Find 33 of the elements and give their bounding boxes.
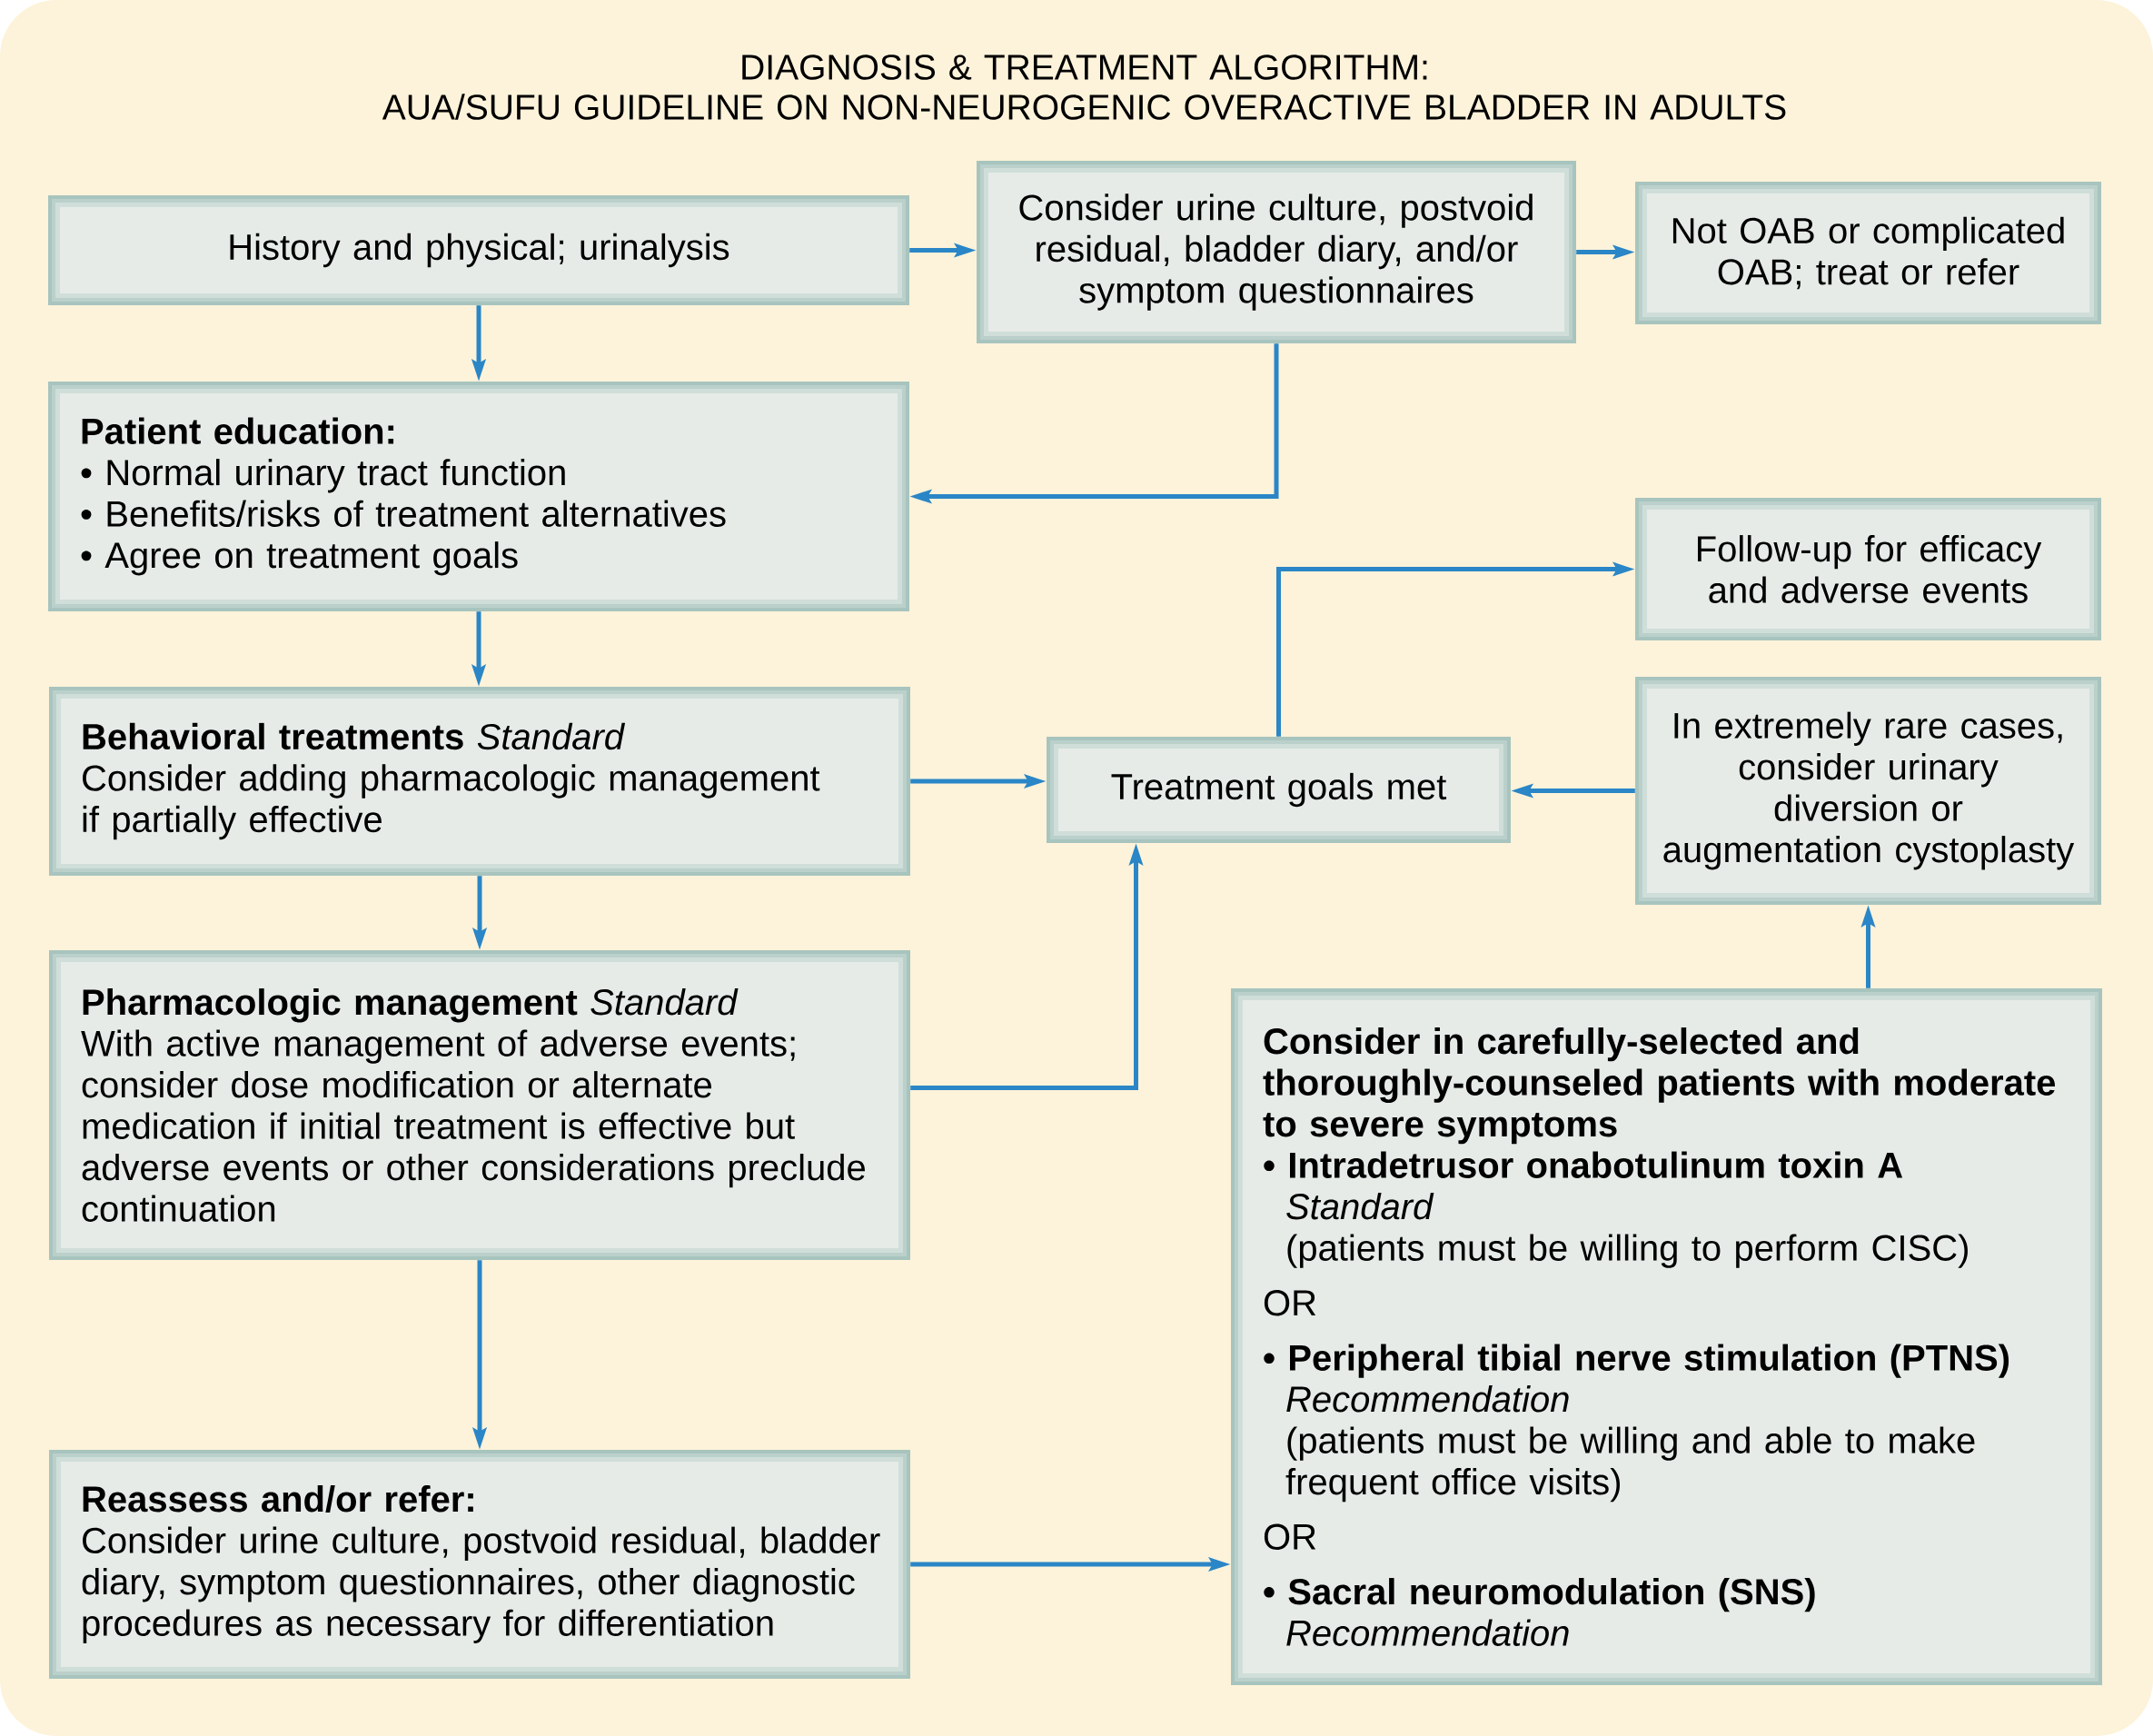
process-box	[49, 950, 910, 1260]
box-heading: Consider in carefully-selected and thoroughly-counseled patients with moderate to severe symptoms	[1263, 1027, 2056, 1145]
or-label: OR	[1264, 1523, 1316, 1550]
process-box: Treatment goals met	[1047, 737, 1511, 843]
grade-label: Standard	[1286, 1193, 1434, 1220]
body-text: With active management of adverse events; consider dose modification or alternate medication if initial treatment is effective but adverse events or other considerations preclude continuation	[81, 1029, 865, 1222]
process-box: Consider urine culture, postvoid residual, bladder diary, and/or symptom questionnaires	[977, 161, 1576, 343]
bullet-item: • Intradetrusor onabotulinum toxin A	[1264, 1151, 1903, 1178]
bullet-item: • Benefits/risks of treatment alternatives	[81, 500, 726, 527]
bullet-item: • Agree on treatment goals	[81, 541, 518, 576]
note-text: (patients must be willing and able to make frequent office visits)	[1285, 1426, 1975, 1503]
bullet-item: • Normal urinary tract function	[81, 459, 565, 493]
process-box: Follow-up for efficacy and adverse events	[1635, 498, 2101, 640]
or-label: OR	[1264, 1290, 1316, 1316]
process-box	[49, 687, 910, 876]
box-heading: Behavioral treatments Standard	[83, 722, 626, 750]
box-heading: Reassess and/or refer:	[83, 1485, 473, 1513]
bullet-item: • Peripheral tibial nerve stimulation (PTNS)	[1264, 1344, 2009, 1378]
body-text: Consider urine culture, postvoid residual, bladder diary, symptom questionnaires, other diagnostic procedures as necessary for differentiation	[82, 1526, 880, 1643]
process-box: History and physical; urinalysis	[48, 195, 909, 305]
box-heading: Pharmacologic management Standard	[83, 988, 739, 1023]
process-box: Not OAB or complicated OAB; treat or refer	[1635, 182, 2101, 324]
note-text: (patients must be willing to perform CISC)	[1287, 1234, 1968, 1268]
process-box	[48, 382, 909, 611]
grade-label: Recommendation	[1286, 1385, 1569, 1413]
grade-label: Recommendation	[1286, 1619, 1569, 1646]
box-heading: Patient education:	[82, 417, 394, 444]
body-text: Consider adding pharmacologic management if partially effective	[83, 764, 820, 840]
process-box	[49, 1450, 910, 1679]
diagram-title: DIAGNOSIS & TREATMENT ALGORITHM: AUA/SUFU GUIDELINE ON NON-NEUROGENIC OVERACTIVE BLADDER IN ADULTS	[382, 55, 1786, 120]
process-box: In extremely rare cases, consider urinary diversion or augmentation cystoplasty	[1635, 677, 2101, 905]
bullet-item: • Sacral neuromodulation (SNS)	[1264, 1578, 1815, 1612]
process-box	[1231, 988, 2102, 1685]
